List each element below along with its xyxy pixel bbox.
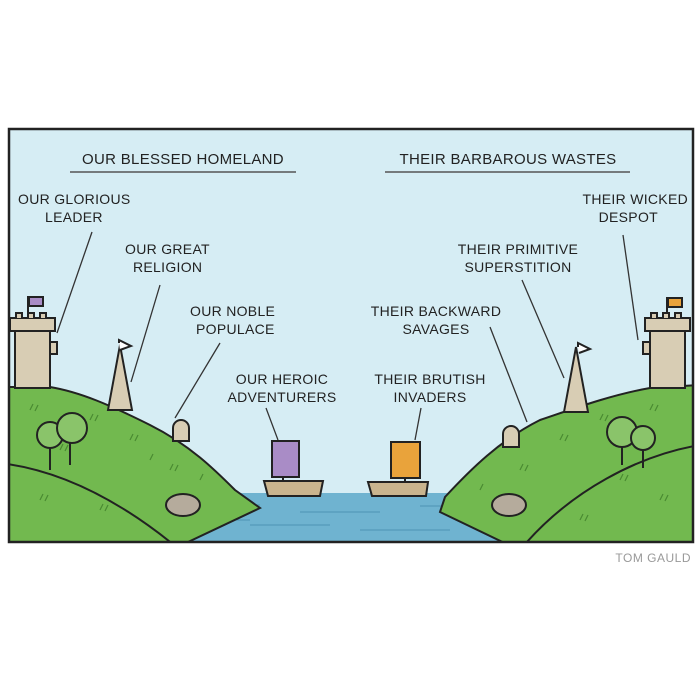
label-primitive-superstition: THEIR PRIMITIVE SUPERSTITION <box>458 241 578 275</box>
label-heroic-adventurers: OUR HEROIC ADVENTURERS <box>227 371 336 405</box>
right-boat <box>366 441 430 497</box>
panel-border <box>7 127 695 544</box>
svg-text:OUR HEROIC: OUR HEROIC <box>236 371 328 387</box>
left-trees <box>36 412 88 470</box>
label-brutish-invaders: THEIR BRUTISH INVADERS <box>374 371 485 405</box>
purple-sail <box>271 440 300 478</box>
left-title: OUR BLESSED HOMELAND <box>82 151 284 168</box>
label-noble-populace: OUR NOBLE POPULACE <box>190 303 275 337</box>
svg-text:ADVENTURERS: ADVENTURERS <box>227 389 336 405</box>
svg-text:DESPOT: DESPOT <box>599 209 659 225</box>
pointer-lines <box>56 231 639 441</box>
right-trees <box>606 416 656 468</box>
right-flag <box>667 297 683 308</box>
left-hut <box>172 419 190 442</box>
label-wicked-despot: THEIR WICKED DESPOT <box>583 191 689 225</box>
orange-sail <box>390 441 421 479</box>
left-castle-tower <box>9 296 58 389</box>
right-hut <box>502 425 520 448</box>
svg-text:THEIR WICKED: THEIR WICKED <box>583 191 689 207</box>
rock <box>165 493 201 517</box>
svg-text:INVADERS: INVADERS <box>394 389 467 405</box>
left-front-hill <box>9 463 172 542</box>
label-glorious-leader: OUR GLORIOUS LEADER <box>18 191 131 225</box>
right-spire <box>562 341 593 413</box>
left-boat <box>262 440 325 497</box>
svg-text:SAVAGES: SAVAGES <box>403 321 470 337</box>
artist-signature: TOM GAULD <box>615 551 691 565</box>
svg-text:POPULACE: POPULACE <box>196 321 275 337</box>
svg-text:THEIR BACKWARD: THEIR BACKWARD <box>371 303 501 319</box>
svg-text:OUR GLORIOUS: OUR GLORIOUS <box>18 191 131 207</box>
right-front-hill <box>525 445 693 542</box>
svg-text:THEIR BRUTISH: THEIR BRUTISH <box>374 371 485 387</box>
svg-text:OUR NOBLE: OUR NOBLE <box>190 303 275 319</box>
label-backward-savages: THEIR BACKWARD SAVAGES <box>371 303 501 337</box>
svg-text:THEIR PRIMITIVE: THEIR PRIMITIVE <box>458 241 578 257</box>
left-spire <box>106 338 134 411</box>
left-flag <box>28 296 44 307</box>
svg-text:RELIGION: RELIGION <box>133 259 202 275</box>
right-castle-tower <box>642 297 691 389</box>
svg-text:OUR GREAT: OUR GREAT <box>125 241 210 257</box>
svg-text:SUPERSTITION: SUPERSTITION <box>464 259 571 275</box>
rock <box>491 493 527 517</box>
label-great-religion: OUR GREAT RELIGION <box>125 241 210 275</box>
right-title: THEIR BARBAROUS WASTES <box>400 151 617 168</box>
svg-text:LEADER: LEADER <box>45 209 103 225</box>
